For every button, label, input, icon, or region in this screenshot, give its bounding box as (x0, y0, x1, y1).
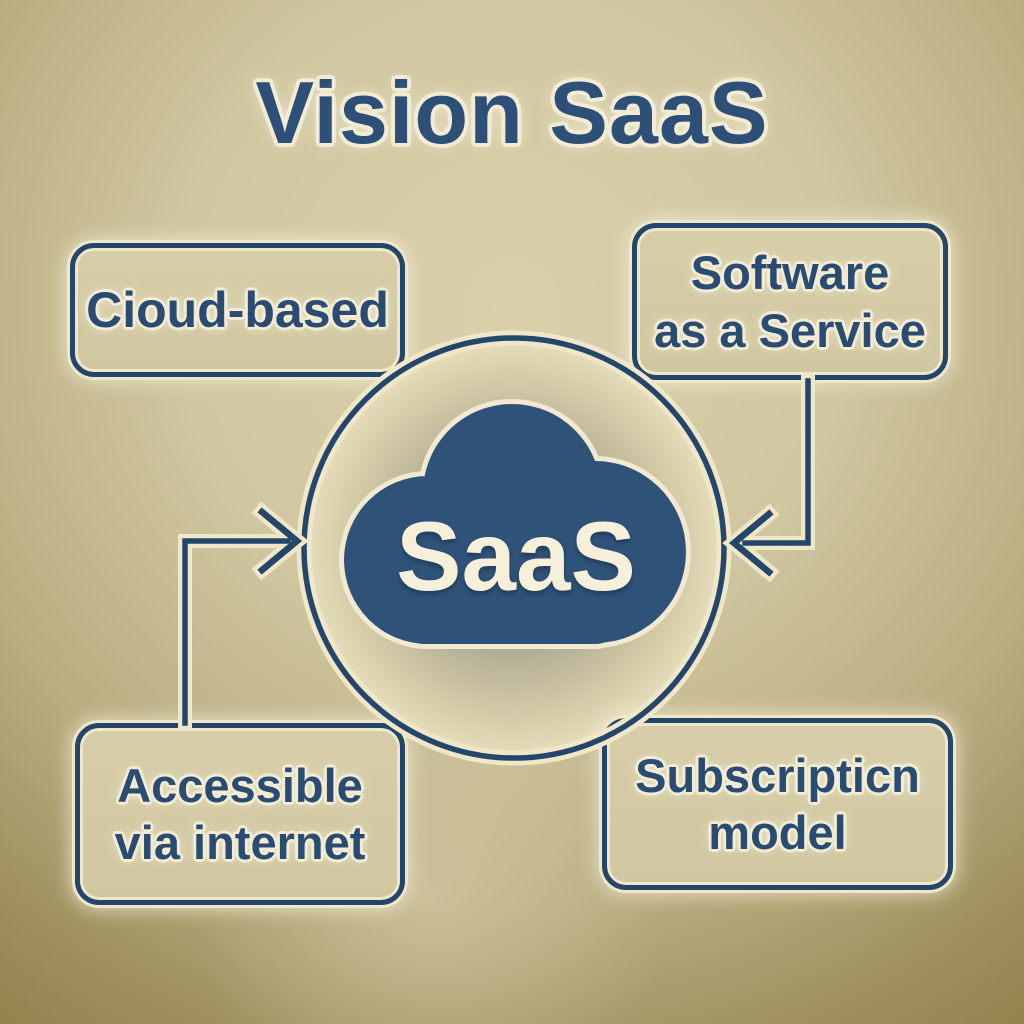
saas-center-label: SaaS (396, 501, 636, 611)
left-arrow (178, 501, 309, 730)
feature-box-subscription-model: Subscripticn model (602, 718, 953, 890)
hub-circle (296, 330, 732, 766)
feature-box-accessible-via-internet: Accessible via internet (75, 723, 405, 905)
feature-box-cloud-based: Cioud-based (70, 243, 405, 377)
cloud-icon (339, 399, 691, 649)
page-title: Vision SaaS (255, 63, 769, 162)
feature-box-software-as-a-service: Software as a Service (632, 223, 948, 380)
feature-box-label: via internet (114, 816, 366, 869)
feature-box-label: as a Service (654, 303, 926, 357)
feature-box-label: Subscripticn (635, 748, 920, 802)
feature-box-label: Cioud-based (86, 281, 389, 338)
feature-box-label: Accessible (117, 758, 363, 812)
feature-box-label: model (708, 806, 847, 859)
feature-box-label: Software (690, 246, 890, 300)
right-arrow (722, 374, 815, 583)
